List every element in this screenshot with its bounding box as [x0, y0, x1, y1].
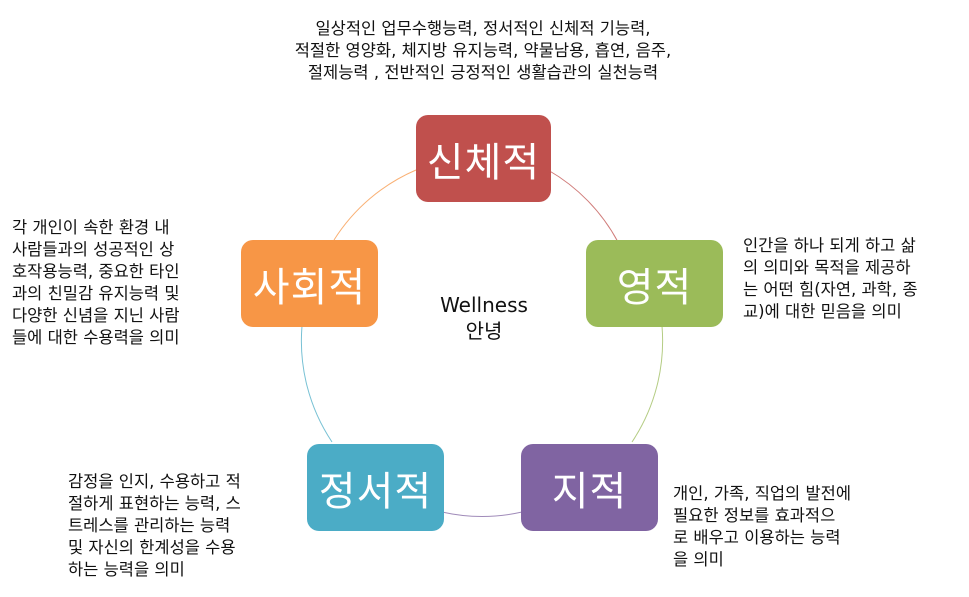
emotional-description: 감정을 인지, 수용하고 적 절하게 표현하는 능력, 스 트레스를 관리하는 … [68, 472, 241, 579]
physical-description: 일상적인 업무수행능력, 정서적인 신체적 기능력, 적절한 영양화, 체지방 … [294, 19, 672, 82]
arc-social-physical [333, 169, 417, 241]
intellectual-box: 지적 [521, 444, 658, 531]
intellectual-label: 지적 [551, 468, 628, 515]
arc-physical-spiritual [547, 169, 619, 243]
spiritual-label: 영적 [616, 264, 693, 311]
physical-label: 신체적 [426, 139, 541, 186]
center-label: Wellness 안녕 [422, 292, 546, 344]
arc-intellectual-emotional [441, 511, 523, 517]
emotional-label: 정서적 [318, 468, 433, 515]
social-description: 각 개인이 속한 환경 내 사람들과의 성공적인 상 호작용능력, 중요한 타인… [12, 218, 180, 347]
center-title: Wellness [440, 293, 528, 317]
physical-box: 신체적 [416, 115, 551, 202]
center-subtitle: 안녕 [465, 319, 503, 343]
spiritual-box: 영적 [586, 240, 723, 327]
spiritual-description: 인간을 하나 되게 하고 삶 의 의미와 목적을 제공하 는 어떤 힘(자연, … [743, 236, 918, 321]
arc-emotional-social [300, 325, 333, 443]
emotional-box: 정서적 [307, 444, 444, 531]
intellectual-description: 개인, 가족, 직업의 발전에 필요한 정보를 효과적으 로 배우고 이용하는 … [673, 484, 852, 569]
social-label: 사회적 [252, 264, 367, 311]
social-box: 사회적 [241, 240, 378, 327]
arc-spiritual-intellectual [631, 325, 664, 443]
